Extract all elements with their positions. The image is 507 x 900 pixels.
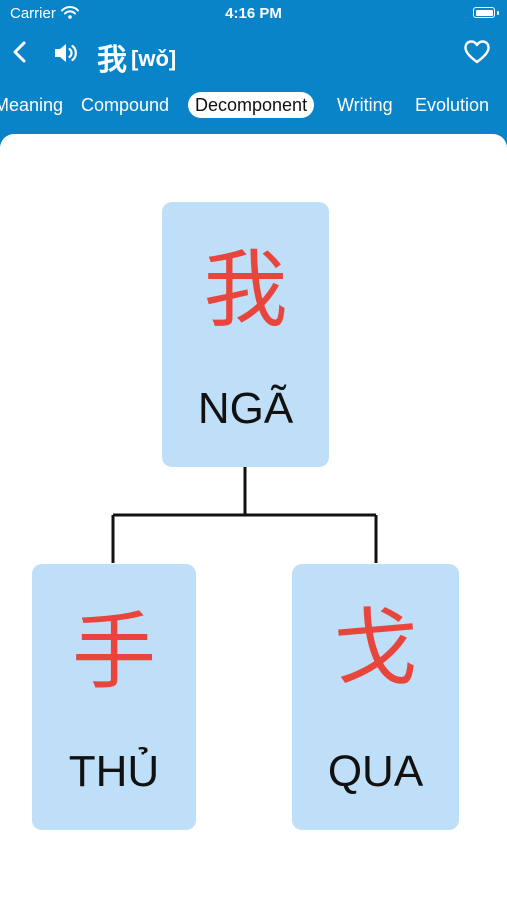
tab-decomponent[interactable]: Decomponent [188,92,315,118]
tab-meaning[interactable]: Meaning [0,95,64,115]
component-character: 手 [71,605,156,699]
component-character: 戈 [333,601,418,695]
title-pinyin: [wǒ] [131,46,177,71]
root-character-card[interactable]: 我 NGÃ [162,202,329,467]
root-han-viet: NGÃ [197,384,294,433]
page-title: 我[wǒ] [97,35,176,79]
battery-tip [497,11,499,15]
root-character: 我 [203,243,288,337]
wifi-icon [61,6,79,19]
tree-connector-lines [111,467,378,563]
heart-icon[interactable] [463,39,491,65]
tab-writing[interactable]: Writing [337,95,393,115]
speaker-icon[interactable] [52,40,80,66]
component-han-viet: QUA [327,747,424,796]
status-bar: Carrier 4:16 PM [0,0,507,26]
tab-compound[interactable]: Compound [81,95,170,115]
status-time: 4:16 PM [225,5,282,22]
carrier-label: Carrier [10,5,56,22]
title-character: 我 [97,44,127,77]
chevron-left-icon[interactable] [8,38,32,66]
nav-bar: 我[wǒ] [0,26,507,80]
tab-bar: Meaning Compound Decomponent Writing Evo… [0,90,507,120]
component-card-right[interactable]: 戈 QUA [292,564,459,830]
tab-evolution[interactable]: Evolution [415,95,490,115]
battery-icon [473,7,495,18]
decomposition-panel: 我 NGÃ 手 THỦ 戈 QUA [0,134,507,900]
component-card-left[interactable]: 手 THỦ [32,564,196,830]
component-han-viet: THỦ [68,747,160,796]
